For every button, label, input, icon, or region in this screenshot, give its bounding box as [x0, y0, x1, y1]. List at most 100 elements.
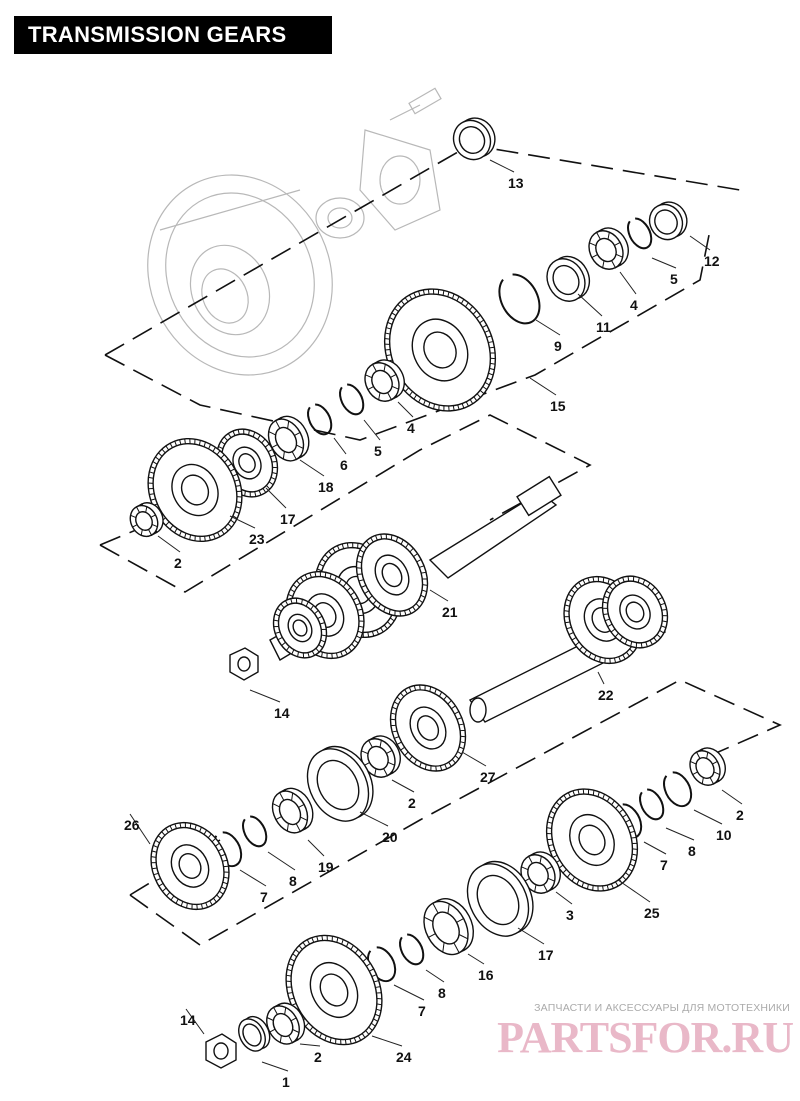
leader-32	[467, 953, 485, 965]
leader-8	[397, 401, 414, 418]
part-bear-8	[364, 359, 405, 402]
leader-38	[185, 1008, 205, 1035]
leader-33	[425, 969, 445, 983]
callout-4: 4	[407, 420, 415, 436]
leader-36	[299, 1043, 321, 1047]
leader-24	[239, 869, 267, 887]
callout-7: 7	[418, 1003, 426, 1019]
callout-2: 2	[408, 795, 416, 811]
part-ring-34	[466, 860, 534, 937]
part-bear-39	[266, 1002, 306, 1045]
callout-6: 6	[340, 457, 348, 473]
callout-26: 26	[124, 817, 140, 833]
part-ring-40	[238, 1015, 271, 1052]
callout-27: 27	[480, 769, 496, 785]
callout-24: 24	[396, 1049, 412, 1065]
callout-8: 8	[289, 873, 297, 889]
leader-1	[489, 159, 515, 173]
part-gear-38	[285, 934, 383, 1046]
callout-9: 9	[554, 338, 562, 354]
leader-37	[261, 1061, 289, 1072]
part-gear-18	[355, 533, 429, 617]
leader-lines	[129, 159, 743, 1072]
part-gear-32	[545, 788, 639, 892]
leader-20	[129, 813, 151, 845]
callout-labels: 1312541191545618172322114222722620198721…	[124, 175, 744, 1090]
callout-1: 1	[282, 1074, 290, 1090]
callout-5: 5	[374, 443, 382, 459]
part-clip-36	[399, 933, 425, 966]
leader-11	[299, 459, 325, 477]
callout-19: 19	[318, 859, 334, 875]
leader-28	[643, 841, 667, 855]
leader-30	[555, 891, 573, 905]
leader-35	[371, 1035, 403, 1047]
part-gear-17	[272, 597, 328, 659]
callout-23: 23	[249, 531, 265, 547]
leader-26	[693, 809, 723, 825]
part-gear-21	[389, 684, 467, 772]
watermark-caption: ЗАПЧАСТИ И АКСЕССУАРЫ ДЛЯ МОТОТЕХНИКИ	[534, 1002, 790, 1014]
leader-6	[535, 319, 561, 336]
leader-31	[517, 927, 545, 945]
leader-9	[363, 419, 381, 441]
leader-14	[157, 535, 181, 553]
part-clip-6	[498, 273, 541, 325]
leader-12	[265, 487, 287, 509]
callout-10: 10	[716, 827, 732, 843]
ghost-primary-assembly	[147, 87, 442, 376]
callout-7: 7	[660, 857, 668, 873]
gears-layer	[129, 117, 726, 1052]
leader-5	[577, 293, 603, 317]
leader-34	[393, 984, 425, 1001]
part-bear-28	[689, 747, 726, 786]
callout-7: 7	[260, 889, 268, 905]
page-title: TRANSMISSION GEARS	[14, 16, 332, 54]
callout-15: 15	[550, 398, 566, 414]
part-bear-24	[271, 787, 314, 834]
part-clip-25	[242, 815, 268, 848]
leader-16	[249, 689, 281, 703]
leader-4	[619, 271, 637, 295]
callout-16: 16	[478, 967, 494, 983]
leader-7	[529, 377, 557, 396]
part-bear-14	[129, 502, 164, 538]
part-bear-22	[360, 735, 401, 778]
leader-29	[617, 879, 651, 903]
callout-5: 5	[670, 271, 678, 287]
leader-13	[229, 515, 256, 529]
watermark-logo: PARTSFOR.RU	[497, 1013, 794, 1062]
callout-4: 4	[630, 297, 638, 313]
callout-17: 17	[538, 947, 554, 963]
part-clip-30	[639, 788, 665, 821]
part-gear-13	[147, 437, 243, 543]
nut-14-lower	[205, 1033, 237, 1069]
part-gear-20	[601, 575, 669, 649]
callout-25: 25	[644, 905, 660, 921]
leader-2	[689, 235, 711, 251]
callout-8: 8	[688, 843, 696, 859]
callout-18: 18	[318, 479, 334, 495]
callout-13: 13	[508, 175, 524, 191]
leader-23	[267, 851, 296, 871]
leader-27	[665, 827, 695, 841]
part-gear-27	[150, 821, 230, 911]
part-bear-4	[588, 227, 629, 270]
callout-17: 17	[280, 511, 296, 527]
leader-19	[391, 779, 415, 793]
part-clip-9	[339, 383, 365, 416]
part-bear-11	[267, 415, 310, 462]
callout-20: 20	[382, 829, 398, 845]
callout-22: 22	[598, 687, 614, 703]
nut-14-upper	[229, 647, 259, 681]
leader-15	[429, 589, 449, 602]
callout-21: 21	[442, 604, 458, 620]
leader-10	[333, 437, 347, 455]
part-ring-23	[306, 745, 374, 822]
callout-14: 14	[274, 705, 290, 721]
part-clip-10	[307, 403, 333, 436]
callout-11: 11	[596, 319, 611, 335]
callout-3: 3	[566, 907, 574, 923]
leader-21	[359, 811, 389, 827]
